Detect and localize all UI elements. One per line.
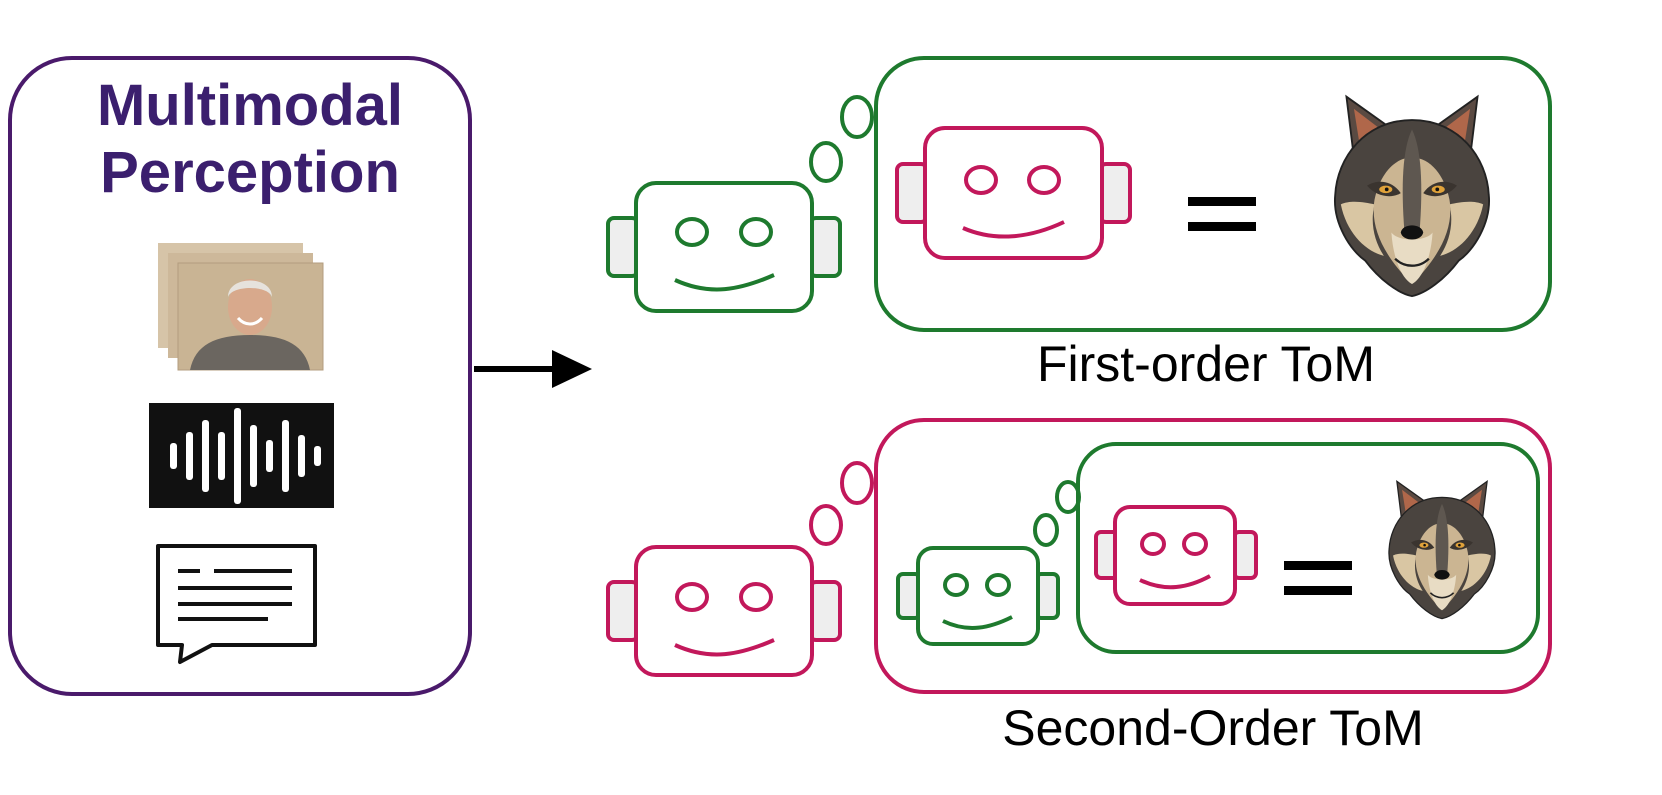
video-frames-icon — [158, 243, 324, 371]
first-order-thought-box — [874, 56, 1552, 332]
observer-robot-icon — [606, 545, 842, 677]
first-order-caption: First-order ToM — [1037, 336, 1375, 392]
wolf-icon — [1333, 95, 1491, 298]
second-order-caption: Second-Order ToM — [1002, 700, 1423, 756]
audio-waveform-icon — [149, 403, 334, 508]
wolf-icon — [1388, 480, 1496, 620]
second-order-tom: Second-Order ToM — [606, 418, 1552, 756]
perception-title-line1: Multimodal — [97, 73, 403, 138]
perception-panel: Multimodal Perception — [8, 56, 472, 696]
target-robot-icon — [895, 126, 1132, 260]
first-order-tom: First-order ToM — [606, 56, 1552, 392]
second-order-outer-thought-box — [874, 418, 1552, 694]
target-robot-icon — [1094, 505, 1258, 606]
inner-thought-bubbles-icon — [1033, 480, 1081, 547]
text-speech-bubble-icon — [156, 544, 317, 664]
second-order-inner-thought-box — [1076, 442, 1540, 654]
thought-bubbles-icon — [809, 95, 874, 183]
inner-observer-robot-icon — [896, 546, 1060, 646]
arrow-right-icon — [474, 350, 592, 388]
thought-bubbles-icon — [809, 461, 874, 546]
equals-sign — [1284, 561, 1352, 595]
perception-panel-border — [8, 56, 472, 696]
equals-sign — [1188, 197, 1256, 231]
observer-robot-icon — [606, 181, 842, 313]
perception-title-line2: Perception — [100, 140, 400, 205]
